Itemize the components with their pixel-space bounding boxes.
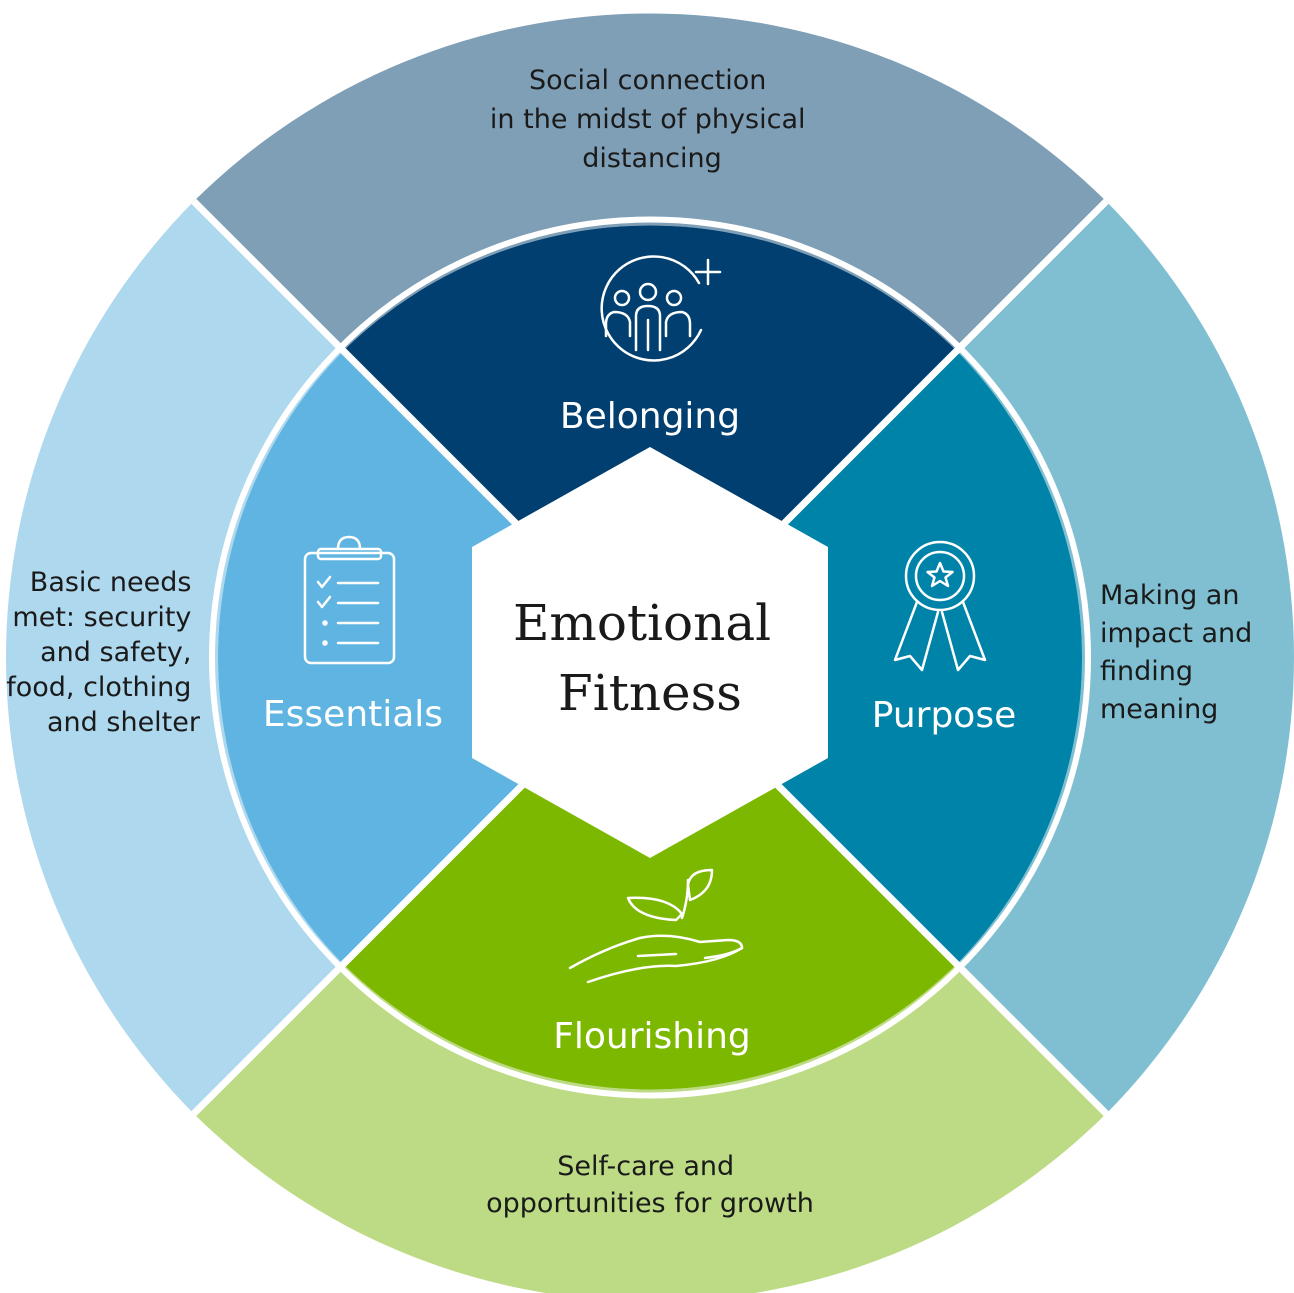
outer-label-left-line-5: and shelter bbox=[47, 707, 201, 738]
inner-ring bbox=[217, 225, 1083, 1090]
award-ribbon-icon bbox=[893, 540, 987, 672]
center-hexagon bbox=[472, 447, 828, 858]
outer-segment-top bbox=[193, 13, 1107, 351]
sprout-hand-icon bbox=[568, 868, 744, 984]
outer-label-bottom: Self-care and opportunities for growth bbox=[486, 1151, 814, 1219]
center-title-line-1: Emotional bbox=[513, 594, 771, 652]
outer-label-left-line-2: met: security bbox=[12, 602, 191, 633]
inner-segment-left bbox=[217, 350, 650, 965]
inner-label-flourishing: Flourishing bbox=[553, 1016, 751, 1057]
outer-label-top-line-1: Social connection bbox=[529, 65, 766, 96]
inner-label-essentials: Essentials bbox=[263, 694, 443, 735]
center-title-line-2: Fitness bbox=[558, 664, 742, 722]
inner-label-belonging: Belonging bbox=[560, 396, 740, 437]
center-title: Emotional Fitness bbox=[513, 594, 787, 722]
outer-label-right: Making an impact and finding meaning bbox=[1100, 580, 1261, 725]
outer-label-left-line-4: food, clothing bbox=[6, 672, 191, 703]
inner-segment-right bbox=[650, 350, 1083, 965]
outer-segment-right bbox=[956, 201, 1294, 1114]
outer-label-right-line-4: meaning bbox=[1100, 694, 1218, 725]
outer-segment-bottom bbox=[193, 964, 1107, 1293]
clipboard-checklist-icon bbox=[303, 535, 396, 665]
outer-segment-left bbox=[6, 201, 344, 1114]
outer-label-right-line-3: finding bbox=[1100, 656, 1193, 687]
outer-label-left: Basic needs met: security and safety, fo… bbox=[6, 567, 201, 738]
outer-label-bottom-line-1: Self-care and bbox=[557, 1151, 734, 1182]
outer-label-right-line-1: Making an bbox=[1100, 580, 1239, 611]
outer-label-top: Social connection in the midst of physic… bbox=[490, 65, 814, 174]
outer-label-left-line-3: and safety, bbox=[40, 637, 191, 668]
outer-label-top-line-3: distancing bbox=[582, 143, 722, 174]
inner-ring-border bbox=[209, 216, 1091, 1099]
inner-segment-bottom bbox=[343, 657, 957, 1090]
outer-ring bbox=[6, 13, 1294, 1293]
outer-label-right-line-2: impact and bbox=[1100, 618, 1252, 649]
outer-label-bottom-line-2: opportunities for growth bbox=[486, 1188, 814, 1219]
group-add-icon bbox=[600, 255, 722, 362]
outer-label-top-line-2: in the midst of physical bbox=[490, 104, 806, 135]
inner-label-purpose: Purpose bbox=[872, 695, 1016, 736]
inner-segment-top bbox=[343, 225, 957, 658]
outer-label-left-line-1: Basic needs bbox=[30, 567, 192, 598]
